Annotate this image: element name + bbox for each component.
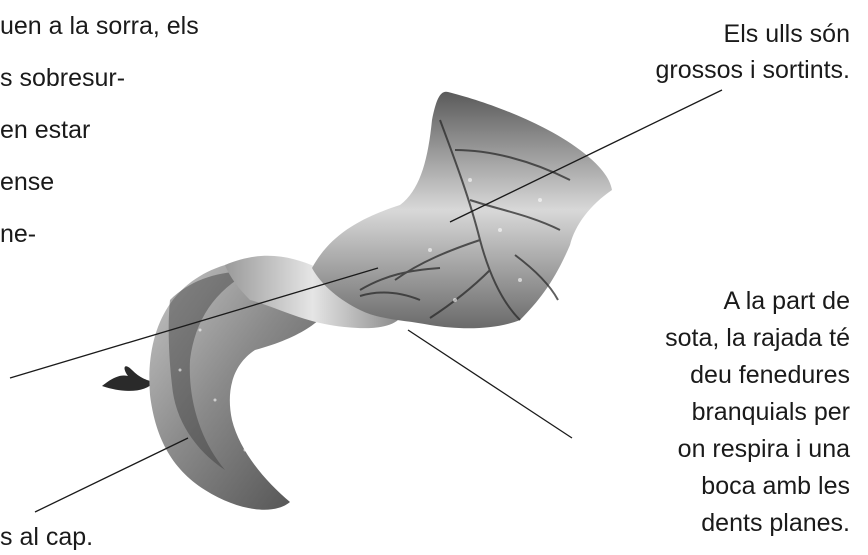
caption-eyes-line-2: grossos i sortints. — [655, 52, 850, 88]
caption-underside-line-3: deu fenedures — [665, 357, 850, 394]
left-line-3: en estar — [0, 110, 300, 162]
caption-eyes-line-1: Els ulls són — [655, 16, 850, 52]
leader-head — [35, 438, 188, 512]
caption-underside-line-7: dents planes. — [665, 505, 850, 542]
left-line-5: ne- — [0, 214, 300, 266]
caption-underside-line-4: branquials per — [665, 394, 850, 431]
left-paragraph: uen a la sorra, els s sobresur- en estar… — [0, 6, 300, 266]
caption-head: s al cap. — [0, 519, 93, 555]
caption-underside-line-5: on respira i una — [665, 431, 850, 468]
left-line-1: uen a la sorra, els — [0, 6, 300, 58]
tail-fin — [102, 366, 154, 391]
caption-underside: A la part de sota, la rajada té deu fene… — [665, 283, 850, 542]
dorsal-surface — [312, 92, 612, 329]
caption-underside-line-2: sota, la rajada té — [665, 320, 850, 357]
left-line-2: s sobresur- — [0, 58, 300, 110]
leader-underside — [408, 330, 572, 438]
caption-eyes: Els ulls són grossos i sortints. — [655, 16, 850, 88]
caption-underside-line-1: A la part de — [665, 283, 850, 320]
left-line-4: ense — [0, 162, 300, 214]
caption-underside-line-6: boca amb les — [665, 468, 850, 505]
